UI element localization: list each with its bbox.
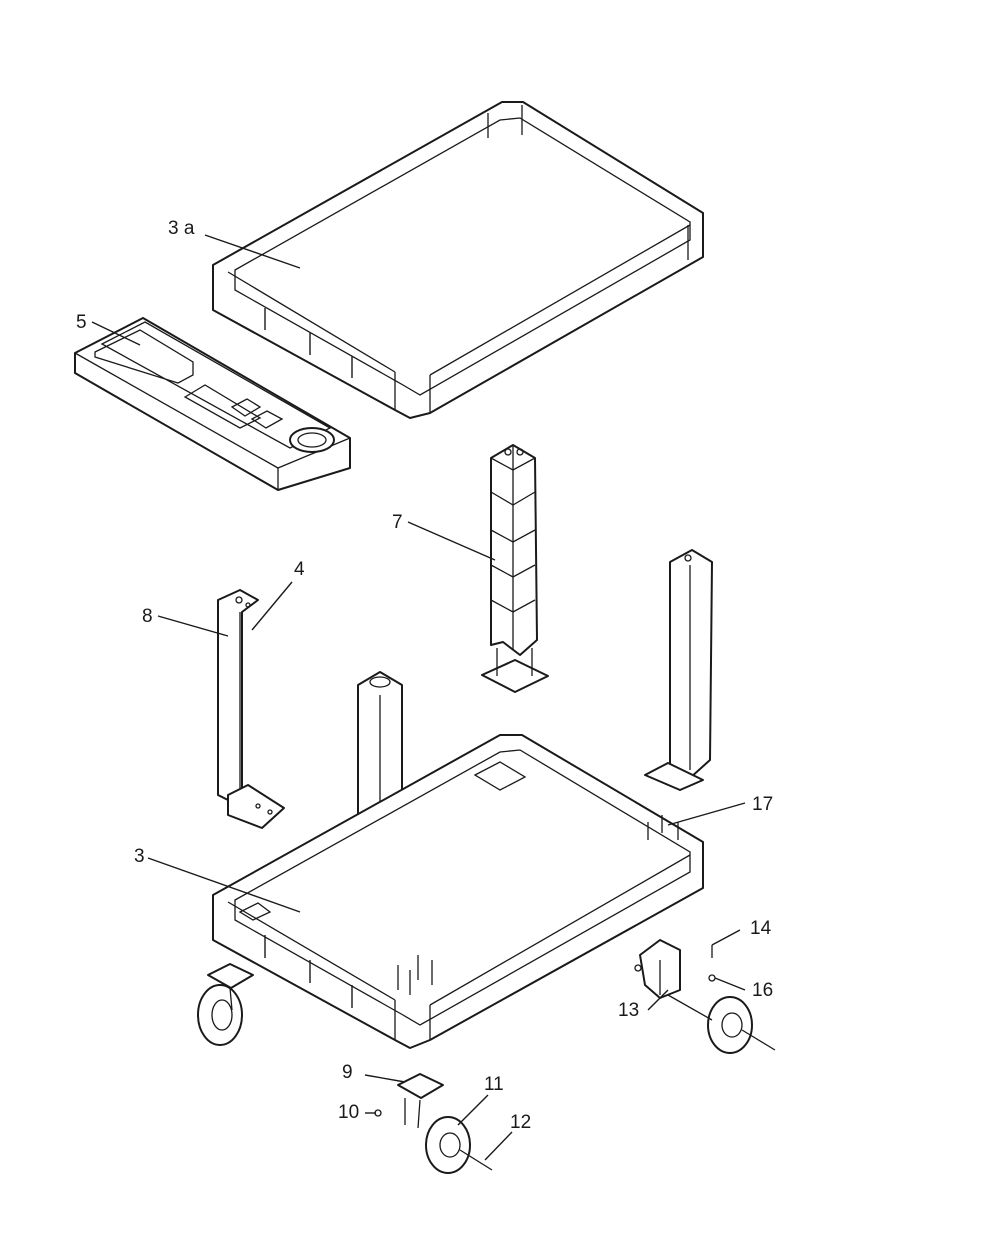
label-swivel-plate: 9 xyxy=(342,1062,353,1083)
swivel-castor-left xyxy=(197,963,254,1046)
label-leg-screw: 4 xyxy=(294,559,305,580)
accessory-insert xyxy=(74,317,351,491)
label-wheel: 11 xyxy=(484,1074,504,1095)
label-axle-bolt: 12 xyxy=(510,1112,531,1133)
leader-lines xyxy=(91,234,746,1161)
label-accessory-insert: 5 xyxy=(76,312,87,333)
label-washer: 16 xyxy=(752,980,773,1001)
rigid-castor-right xyxy=(634,939,776,1054)
label-lower-tray: 3 xyxy=(134,846,145,867)
label-rigid-castor: 13 xyxy=(618,1000,639,1021)
label-rear-leg: 8 xyxy=(142,606,153,627)
label-screws-rear: 17 xyxy=(752,794,773,815)
upper-tray xyxy=(212,101,704,419)
label-nut: 10 xyxy=(338,1102,359,1123)
rear-leg-right xyxy=(644,549,713,791)
label-cable-column: 7 xyxy=(392,512,403,533)
rear-leg-left xyxy=(217,589,285,829)
label-rigid-bracket: 14 xyxy=(750,918,772,939)
label-upper-tray: 3 a xyxy=(168,218,195,239)
lower-tray xyxy=(212,734,704,1049)
swivel-castor-front xyxy=(374,1073,493,1174)
cable-column xyxy=(481,444,549,693)
callout-labels: 3 a 5 7 8 4 17 3 14 16 13 9 10 11 12 xyxy=(76,218,773,1133)
